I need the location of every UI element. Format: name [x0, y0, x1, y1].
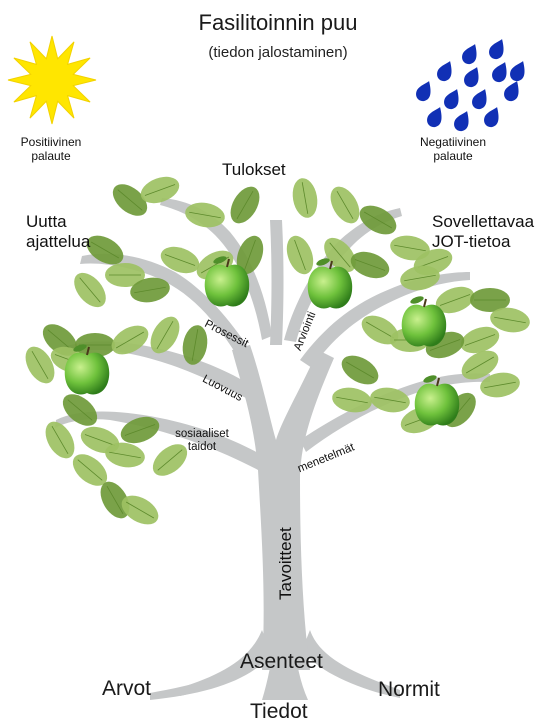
- raindrop: [462, 64, 484, 89]
- diagram-title: Fasilitoinnin puu: [0, 10, 556, 35]
- results-label: Tulokset: [222, 160, 286, 180]
- raindrop: [502, 78, 524, 103]
- trunk-label-tavoitteet: Tavoitteet: [276, 527, 296, 600]
- diagram-subtitle: (tiedon jalostaminen): [0, 44, 556, 61]
- raindrop: [414, 78, 436, 103]
- raindrop: [442, 86, 464, 111]
- raindrop: [470, 86, 492, 111]
- branch-label-social-skills: sosiaaliset taidot: [166, 428, 238, 454]
- root-label-asenteet: Asenteet: [240, 650, 323, 674]
- raindrop: [425, 104, 447, 129]
- raindrop: [490, 59, 512, 84]
- raindrop: [508, 58, 530, 83]
- root-label-tiedot: Tiedot: [250, 700, 308, 724]
- negative-feedback-label: Negatiivinen palaute: [410, 136, 496, 164]
- root-label-arvot: Arvot: [102, 677, 151, 701]
- raindrop: [435, 58, 457, 83]
- raindrop: [452, 108, 474, 133]
- applicable-knowledge-label: Sovellettavaa JOT-tietoa: [432, 212, 534, 251]
- new-thinking-label: Uutta ajattelua: [26, 212, 90, 251]
- positive-feedback-label: Positiivinen palaute: [14, 136, 88, 164]
- raindrop: [482, 104, 504, 129]
- root-label-normit: Normit: [378, 678, 440, 702]
